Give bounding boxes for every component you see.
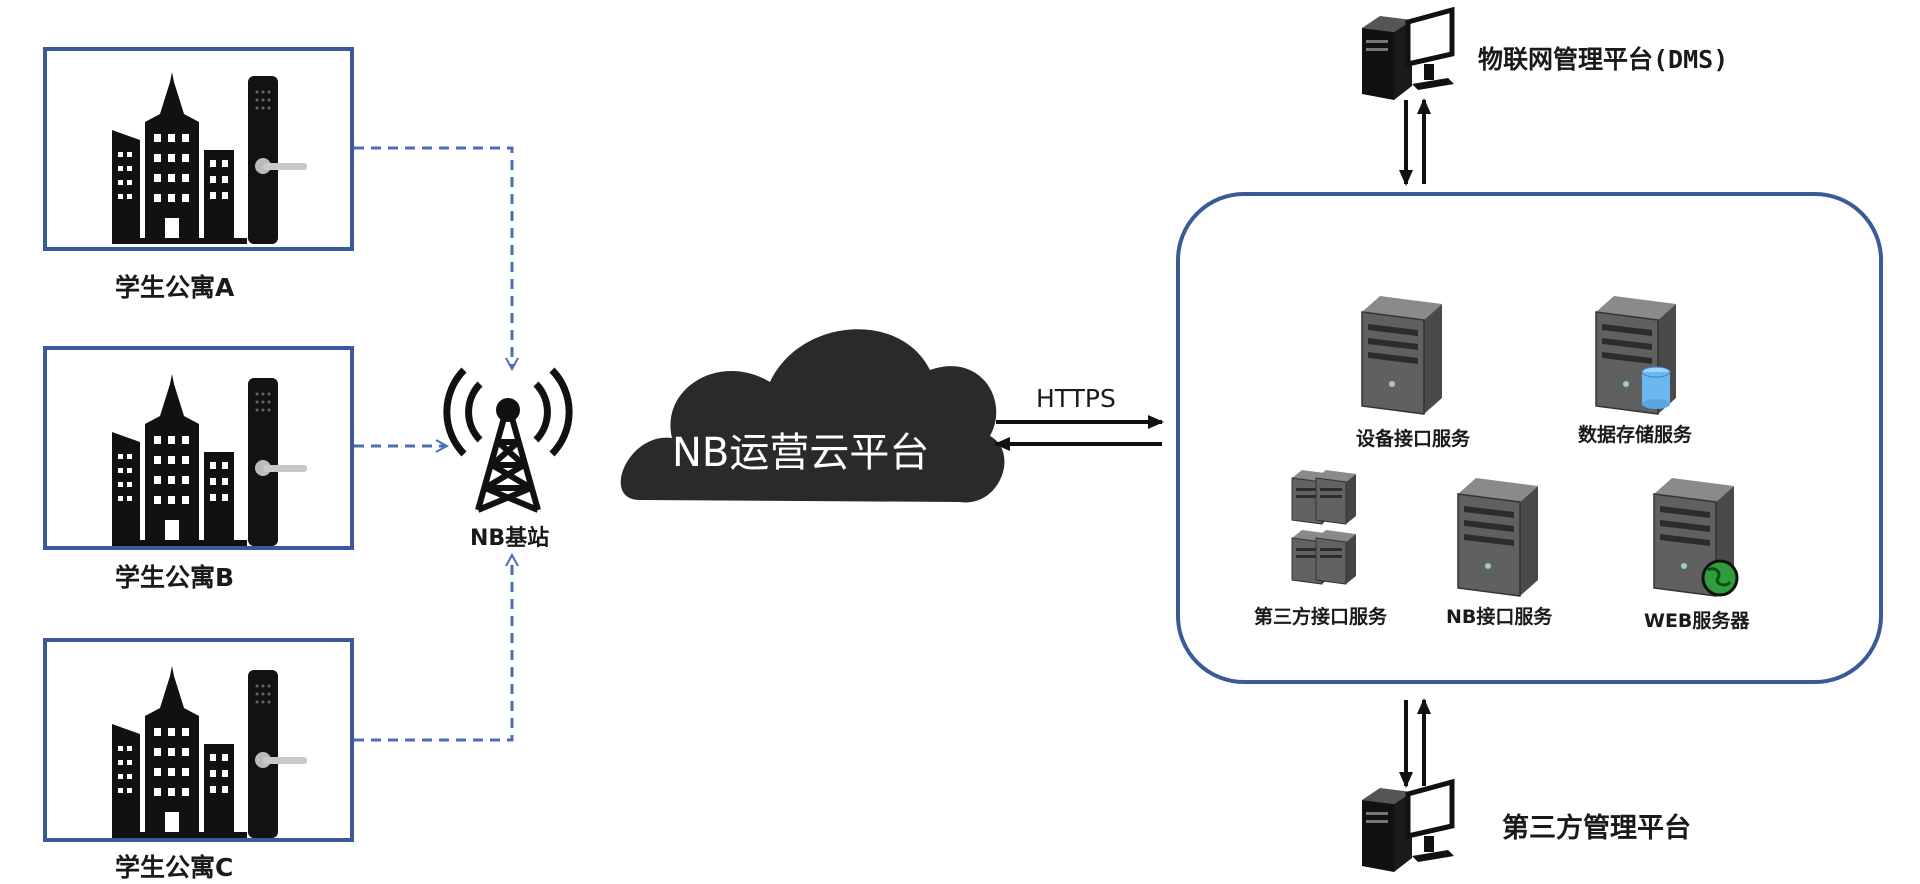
tower-icon bbox=[447, 370, 569, 510]
third-party-arrows bbox=[1399, 698, 1431, 788]
apartment-c-label: 学生公寓C bbox=[115, 853, 234, 882]
base-station-label: NB基站 bbox=[470, 526, 550, 551]
third-party-platform-label: 第三方管理平台 bbox=[1502, 813, 1691, 844]
dms-label: 物联网管理平台(DMS) bbox=[1478, 45, 1729, 74]
server-icon bbox=[1457, 477, 1539, 597]
server-icon bbox=[1361, 295, 1443, 415]
apartment-a-box bbox=[43, 47, 354, 251]
cloud-shape bbox=[620, 329, 1005, 503]
web-server-icon bbox=[1653, 477, 1739, 597]
dashed-connectors bbox=[354, 146, 512, 742]
https-arrows bbox=[994, 415, 1164, 451]
service-label-web-server: WEB服务器 bbox=[1644, 610, 1750, 632]
service-label-third-party-interface: 第三方接口服务 bbox=[1254, 606, 1388, 628]
apartment-b-label: 学生公寓B bbox=[115, 563, 235, 592]
https-label: HTTPS bbox=[1036, 384, 1116, 413]
computer-icon bbox=[1362, 10, 1454, 100]
dms-arrows bbox=[1399, 98, 1431, 186]
apartment-c-box bbox=[43, 638, 354, 842]
service-label-device-interface: 设备接口服务 bbox=[1356, 428, 1471, 450]
apartment-a-label: 学生公寓A bbox=[115, 273, 235, 302]
storage-server-icon bbox=[1595, 295, 1677, 415]
service-label-nb-interface: NB接口服务 bbox=[1446, 606, 1553, 628]
service-label-data-storage: 数据存储服务 bbox=[1578, 424, 1693, 446]
cloud-label: NB运营云平台 bbox=[672, 430, 930, 476]
apartment-b-box bbox=[43, 346, 354, 550]
computer-icon bbox=[1362, 782, 1454, 872]
